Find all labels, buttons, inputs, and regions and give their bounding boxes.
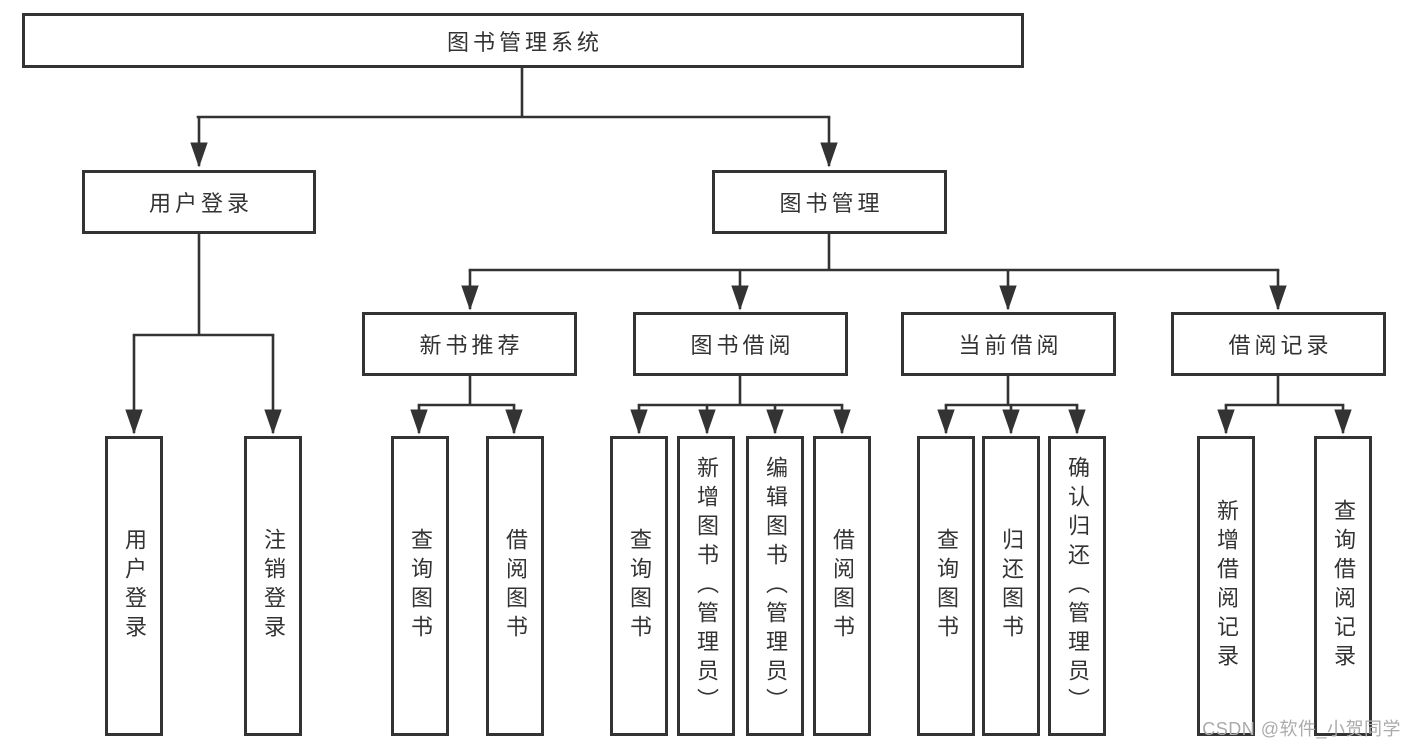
node-label: 用户登录 xyxy=(122,528,147,644)
node-label: 图书借阅 xyxy=(690,333,795,358)
leaf-query-books-current: 查询图书 xyxy=(917,436,975,736)
node-new-book-recommendation: 新书推荐 xyxy=(362,312,577,376)
node-label: 新书推荐 xyxy=(419,333,524,358)
leaf-return-book: 归还图书 xyxy=(982,436,1040,736)
node-label: 借阅记录 xyxy=(1228,333,1333,358)
leaf-user-login: 用户登录 xyxy=(105,436,163,736)
node-current-borrowing: 当前借阅 xyxy=(901,312,1116,376)
node-label: 图书管理 xyxy=(779,191,884,216)
branch-skeleton xyxy=(132,66,1345,407)
node-label: 图书管理系统 xyxy=(446,29,603,55)
watermark-text: CSDN @软件_小贺同学 xyxy=(1202,719,1401,739)
node-label: 新增借阅记录 xyxy=(1214,499,1239,673)
leaf-confirm-return-admin: 确认归还（管理员） xyxy=(1048,436,1106,736)
node-label: 查询图书 xyxy=(934,528,959,644)
leaf-add-book-admin: 新增图书（管理员） xyxy=(677,436,735,736)
node-label: 当前借阅 xyxy=(958,333,1063,358)
node-label: 新增图书（管理员） xyxy=(694,455,719,717)
leaf-borrow-books-borrow: 借阅图书 xyxy=(813,436,871,736)
node-user-login: 用户登录 xyxy=(82,170,316,234)
leaf-query-books-recommend: 查询图书 xyxy=(391,436,449,736)
leaf-edit-book-admin: 编辑图书（管理员） xyxy=(746,436,804,736)
node-book-borrowing: 图书借阅 xyxy=(633,312,848,376)
leaf-borrow-books-recommend: 借阅图书 xyxy=(486,436,544,736)
node-label: 用户登录 xyxy=(148,191,253,216)
node-label: 查询图书 xyxy=(408,528,433,644)
node-root: 图书管理系统 xyxy=(22,13,1024,68)
leaf-query-borrow-record: 查询借阅记录 xyxy=(1314,436,1372,736)
node-label: 确认归还（管理员） xyxy=(1065,455,1090,717)
node-label: 借阅图书 xyxy=(503,528,528,644)
leaf-logout: 注销登录 xyxy=(244,436,302,736)
leaf-query-books-borrow: 查询图书 xyxy=(610,436,668,736)
node-label: 查询图书 xyxy=(627,528,652,644)
node-label: 借阅图书 xyxy=(830,528,855,644)
node-label: 编辑图书（管理员） xyxy=(763,455,788,717)
node-label: 注销登录 xyxy=(261,528,286,644)
leaf-add-borrow-record: 新增借阅记录 xyxy=(1197,436,1255,736)
node-book-management: 图书管理 xyxy=(712,170,947,234)
node-label: 归还图书 xyxy=(999,528,1024,644)
node-label: 查询借阅记录 xyxy=(1331,499,1356,673)
node-borrowing-records: 借阅记录 xyxy=(1171,312,1386,376)
